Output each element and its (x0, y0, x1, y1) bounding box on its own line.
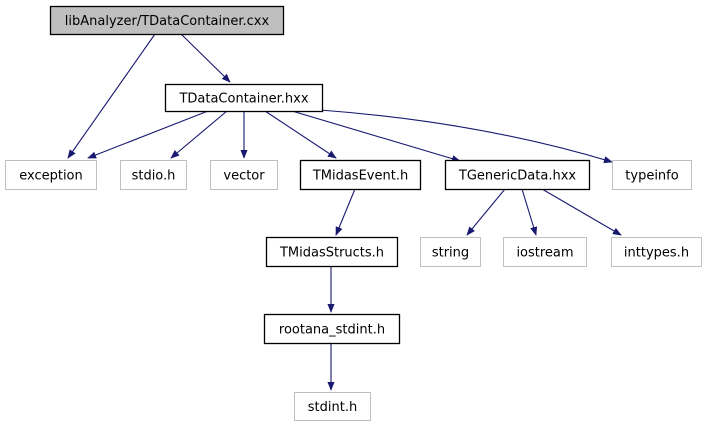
edge-cxx-to-hxx (180, 33, 231, 83)
node-inttypes: inttypes.h (611, 237, 702, 267)
node-midasstructs[interactable]: TMidasStructs.h (265, 236, 399, 268)
node-label: TMidasStructs.h (279, 246, 384, 261)
node-label: rootana_stdint.h (279, 323, 385, 338)
edge-hxx-to-stdio (170, 110, 228, 159)
node-label: iostream (516, 246, 573, 261)
node-stdio: stdio.h (120, 160, 187, 190)
node-box (444, 159, 591, 191)
edge-midasevent-to-midasstructs (335, 188, 356, 236)
node-box (611, 237, 702, 267)
node-label: libAnalyzer/TDataContainer.cxx (65, 14, 270, 29)
node-box (210, 160, 278, 190)
node-box (503, 237, 587, 267)
edge-hxx-to-typeinfo (319, 109, 613, 164)
node-label: TGenericData.hxx (458, 169, 576, 184)
node-label: exception (19, 169, 83, 184)
node-label: stdio.h (132, 169, 176, 184)
node-box (299, 159, 422, 191)
node-label: stdint.h (308, 400, 357, 415)
node-typeinfo: typeinfo (612, 160, 692, 190)
node-label: string (432, 246, 469, 261)
node-label: TMidasEvent.h (312, 169, 408, 184)
node-string: string (420, 237, 481, 267)
node-box (120, 160, 187, 190)
edge-hxx-to-exception (87, 110, 209, 159)
edge-genericdata-to-iostream (521, 188, 538, 236)
node-genericdata[interactable]: TGenericData.hxx (444, 159, 591, 191)
node-box (263, 313, 401, 345)
node-box (49, 5, 285, 36)
edge-genericdata-to-string (466, 188, 506, 236)
node-midasevent[interactable]: TMidasEvent.h (299, 159, 422, 191)
node-label: vector (223, 169, 265, 184)
edge-hxx-to-genericdata (291, 110, 461, 163)
node-box (420, 237, 481, 267)
node-iostream: iostream (503, 237, 587, 267)
edge-genericdata-to-inttypes (541, 188, 622, 236)
node-label: TDataContainer.hxx (178, 92, 308, 107)
node-exception: exception (5, 160, 97, 190)
node-box (294, 392, 371, 421)
node-stdint: stdint.h (294, 392, 371, 421)
node-box (265, 236, 399, 268)
node-rootana[interactable]: rootana_stdint.h (263, 313, 401, 345)
node-hxx[interactable]: TDataContainer.hxx (164, 83, 324, 113)
node-label: inttypes.h (624, 246, 689, 261)
node-vector: vector (210, 160, 278, 190)
edge-cxx-to-exception (67, 33, 156, 159)
node-box (164, 83, 324, 113)
node-label: typeinfo (625, 169, 678, 184)
node-box (5, 160, 97, 190)
edge-hxx-to-midasevent (264, 110, 337, 159)
node-cxx[interactable]: libAnalyzer/TDataContainer.cxx (49, 5, 285, 36)
node-box (612, 160, 692, 190)
